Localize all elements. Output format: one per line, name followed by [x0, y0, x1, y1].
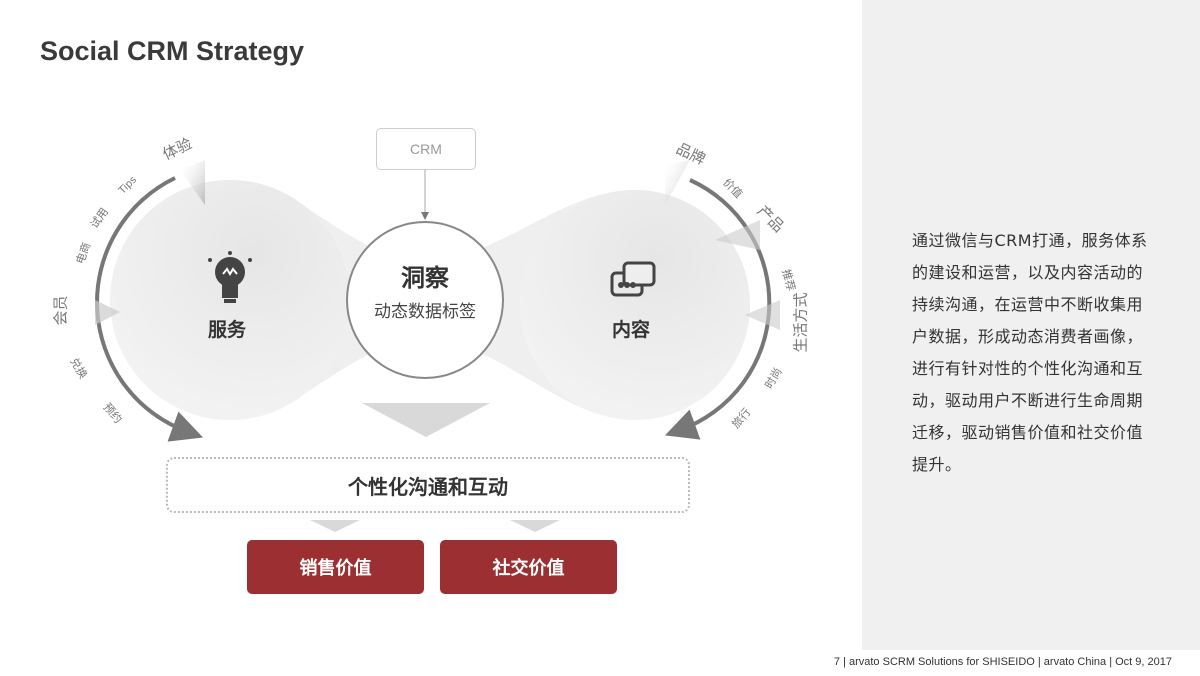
tag: 生活方式 [791, 292, 810, 353]
right-label: 内容 [612, 319, 651, 341]
tag: 会员 [51, 295, 70, 326]
page-title: Social CRM Strategy [40, 36, 305, 66]
chat-bubbles-icon [610, 261, 656, 297]
side-text: 通过微信与CRM打通，服务体系的建设和运营，以及内容活动的持续沟通，在运营中不断… [912, 231, 1148, 474]
center-label: 洞察 动态数据标签 [347, 258, 503, 322]
down-arrow [362, 403, 490, 437]
crm-box: CRM [376, 128, 476, 170]
center-subtitle: 动态数据标签 [374, 302, 476, 322]
right-circle [520, 190, 750, 420]
sales-value-button: 销售价值 [247, 540, 424, 594]
lightbulb-icon [208, 251, 252, 303]
interaction-box: 个性化沟通和互动 [166, 457, 690, 513]
center-title: 洞察 [401, 264, 449, 292]
footer: 7 | arvato SCRM Solutions for SHISEIDO |… [833, 656, 1172, 668]
diagram [95, 160, 780, 532]
side-panel: 通过微信与CRM打通，服务体系的建设和运营，以及内容活动的持续沟通，在运营中不断… [862, 0, 1200, 650]
social-value-button: 社交价值 [440, 540, 617, 594]
left-label: 服务 [208, 319, 247, 341]
center-circle [346, 221, 504, 379]
